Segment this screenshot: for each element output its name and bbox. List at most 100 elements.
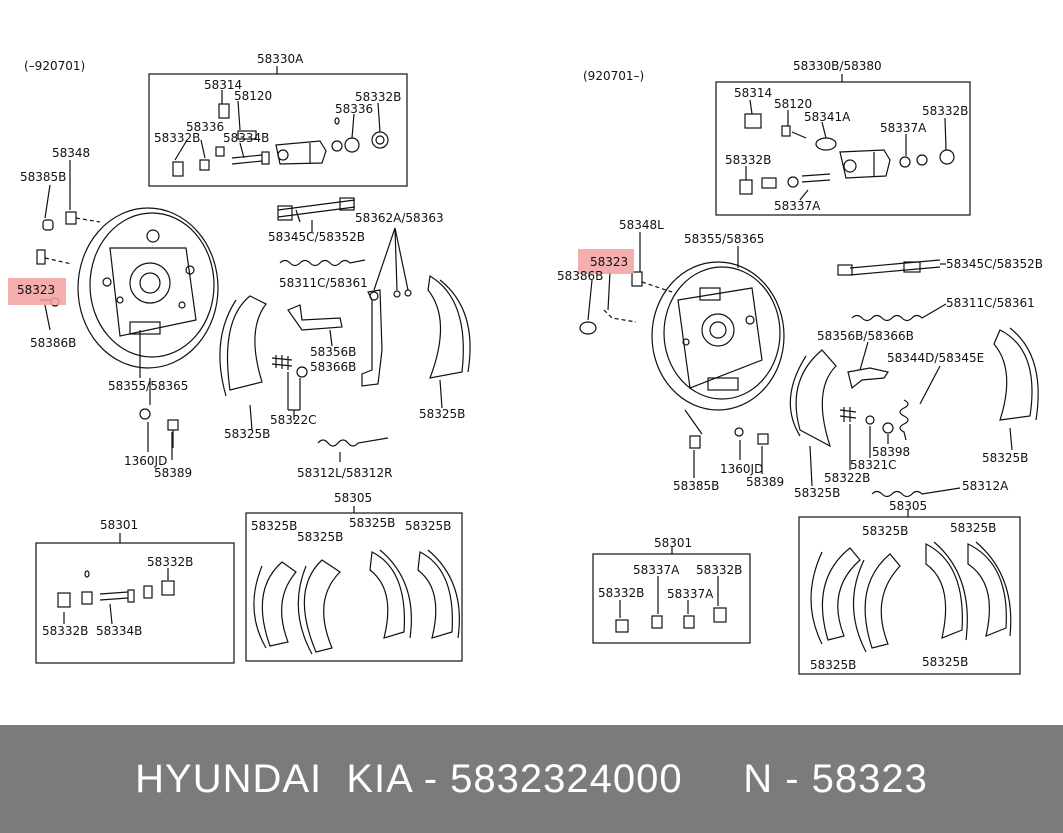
left-label: 58322C bbox=[270, 413, 317, 427]
left-label: 1360JD bbox=[124, 454, 167, 468]
left-box-label: 58120 bbox=[234, 89, 272, 103]
left-box-label: 58334B bbox=[223, 131, 269, 145]
left-parts-box-label: 58332B bbox=[42, 624, 88, 638]
left-label: 58348 bbox=[52, 146, 90, 160]
left-shoe-box-label: 58325B bbox=[349, 516, 395, 530]
right-shoe-set bbox=[810, 541, 1012, 653]
left-box-label: 58336 bbox=[335, 102, 373, 116]
left-label: 58325B bbox=[224, 427, 270, 441]
left-box-label: 58332B bbox=[154, 131, 200, 145]
right-return-spring bbox=[871, 487, 961, 498]
left-label: 58366B bbox=[310, 360, 356, 374]
part-number-footer: HYUNDAI KIA - 5832324000 N - 58323 bbox=[0, 725, 1063, 833]
right-label: 58386B bbox=[557, 269, 603, 283]
left-shoe-box-label: 58325B bbox=[297, 530, 343, 544]
left-wheel-cylinder bbox=[275, 140, 327, 165]
right-box-label: 58332B bbox=[725, 153, 771, 167]
left-small-spring bbox=[271, 355, 308, 378]
right-label: 58344D/58345E bbox=[887, 351, 984, 365]
right-box-label: 58120 bbox=[774, 97, 812, 111]
right-label: 58389 bbox=[746, 475, 784, 489]
right-box-title: 58330B/58380 bbox=[793, 59, 882, 73]
right-shoe-box-label: 58325B bbox=[810, 658, 856, 672]
right-parts-box-title: 58301 bbox=[654, 536, 692, 550]
right-small-spring bbox=[839, 407, 894, 434]
left-brake-shoes bbox=[219, 275, 471, 397]
right-backing-plate bbox=[651, 261, 785, 411]
left-wheel-cylinder-box bbox=[148, 73, 408, 187]
left-box-label: 58336 bbox=[186, 120, 224, 134]
right-label: 58322B bbox=[824, 471, 870, 485]
right-bolts bbox=[579, 271, 769, 449]
left-repair-kit-parts bbox=[57, 570, 175, 608]
right-shoe-box-title: 58305 bbox=[889, 499, 927, 513]
left-spring bbox=[279, 259, 366, 267]
right-wheel-cylinder-box bbox=[715, 81, 971, 216]
right-hold-spring bbox=[899, 399, 909, 441]
right-shoe-box bbox=[798, 516, 1021, 675]
left-date-label: (–920701) bbox=[24, 59, 85, 73]
left-label: 58389 bbox=[154, 466, 192, 480]
right-brake-shoes bbox=[789, 327, 1039, 448]
left-repair-kit-box bbox=[35, 542, 235, 664]
right-repair-kit-parts bbox=[615, 607, 727, 633]
right-box-label: 58337A bbox=[774, 199, 821, 213]
right-label: 58311C/58361 bbox=[946, 296, 1035, 310]
left-label-highlighted: 58323 bbox=[17, 283, 55, 297]
right-highlight-58323 bbox=[578, 249, 634, 274]
left-label: 58325B bbox=[419, 407, 465, 421]
right-adjuster bbox=[837, 259, 941, 276]
right-date-label: (920701–) bbox=[583, 69, 644, 83]
right-label-highlighted: 58323 bbox=[590, 255, 628, 269]
left-label: 58355/58365 bbox=[108, 379, 188, 393]
left-label: 58385B bbox=[20, 170, 66, 184]
left-shoe-box-title: 58305 bbox=[334, 491, 372, 505]
left-highlight-58323 bbox=[8, 278, 66, 305]
left-backing-plate bbox=[77, 207, 219, 369]
right-label: 58355/58365 bbox=[684, 232, 764, 246]
right-label: 58312A bbox=[962, 479, 1009, 493]
left-box-label: 58332B bbox=[355, 90, 401, 104]
right-parts-box-label: 58337A bbox=[633, 563, 680, 577]
right-label: 58321C bbox=[850, 458, 897, 472]
left-label: 58312L/58312R bbox=[297, 466, 392, 480]
right-label: 1360JD bbox=[720, 462, 763, 476]
right-label: 58356B/58366B bbox=[817, 329, 914, 343]
right-spring bbox=[851, 303, 947, 322]
left-label: 58311C/58361 bbox=[279, 276, 368, 290]
left-shoe-set bbox=[253, 549, 460, 655]
left-box-title: 58330A bbox=[257, 52, 304, 66]
left-return-spring bbox=[317, 437, 389, 447]
left-cylinder-small-parts bbox=[172, 103, 389, 177]
left-parts-box-label: 58332B bbox=[147, 555, 193, 569]
footer-text: HYUNDAI KIA - 5832324000 N - 58323 bbox=[135, 756, 928, 801]
left-shoe-box bbox=[245, 512, 463, 662]
right-parts-box-label: 58332B bbox=[696, 563, 742, 577]
left-label: 58362A/58363 bbox=[355, 211, 444, 225]
right-box-label: 58332B bbox=[922, 104, 968, 118]
right-label: 58398 bbox=[872, 445, 910, 459]
right-label: 58325B bbox=[794, 486, 840, 500]
left-shoe-box-label: 58325B bbox=[405, 519, 451, 533]
right-wheel-cylinder bbox=[839, 149, 891, 179]
right-label: 58325B bbox=[982, 451, 1028, 465]
right-box-label: 58341A bbox=[804, 110, 851, 124]
left-lever bbox=[361, 289, 412, 387]
left-label: 58356B bbox=[310, 345, 356, 359]
left-parts-box-title: 58301 bbox=[100, 518, 138, 532]
left-strut bbox=[287, 304, 343, 331]
right-parts-box-label: 58337A bbox=[667, 587, 714, 601]
left-label: 58345C/58352B bbox=[268, 230, 365, 244]
left-parts-box-label: 58334B bbox=[96, 624, 142, 638]
left-label: 58386B bbox=[30, 336, 76, 350]
right-parts-box-label: 58332B bbox=[598, 586, 644, 600]
right-label: 58345C/58352B bbox=[946, 257, 1043, 271]
left-box-label: 58314 bbox=[204, 78, 242, 92]
right-label: 58385B bbox=[673, 479, 719, 493]
right-shoe-box-label: 58325B bbox=[862, 524, 908, 538]
right-box-label: 58314 bbox=[734, 86, 772, 100]
right-label: 58348L bbox=[619, 218, 664, 232]
right-lever bbox=[847, 367, 889, 390]
right-box-label: 58337A bbox=[880, 121, 927, 135]
right-shoe-box-label: 58325B bbox=[922, 655, 968, 669]
